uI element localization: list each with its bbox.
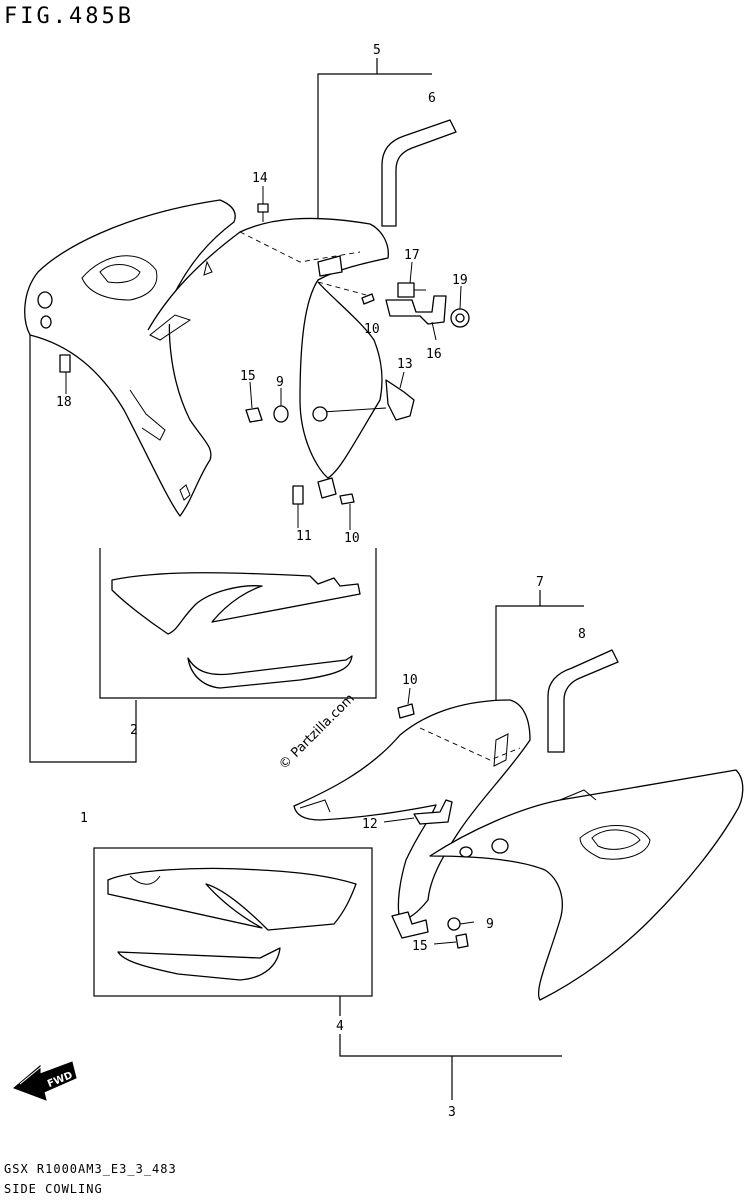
callout-12: 12 bbox=[362, 817, 378, 832]
callout-15-upper: 15 bbox=[240, 369, 256, 384]
screw-10-lower-assy bbox=[397, 703, 415, 719]
callout-18: 18 bbox=[56, 395, 72, 410]
hose-8 bbox=[547, 649, 619, 753]
screw-15-upper bbox=[245, 407, 263, 423]
callout-2: 2 bbox=[130, 723, 138, 738]
bolt-17 bbox=[397, 282, 426, 298]
footer-section: SIDE COWLING bbox=[4, 1182, 103, 1196]
watermark: © Partzilla.com bbox=[276, 691, 358, 773]
callout-9-lower: 9 bbox=[486, 917, 494, 932]
group-bracket-5 bbox=[317, 58, 432, 220]
figure-title: FIG.485B bbox=[4, 4, 134, 29]
callout-11: 11 bbox=[296, 529, 312, 544]
cowl-mount-hole bbox=[37, 291, 53, 309]
callout-3: 3 bbox=[448, 1105, 456, 1120]
bracket-12 bbox=[413, 799, 453, 825]
washer-9-upper bbox=[273, 405, 289, 423]
footer-code: GSX R1000AM3_E3_3_483 bbox=[4, 1162, 177, 1176]
clip-11 bbox=[292, 485, 304, 505]
callout-7: 7 bbox=[536, 575, 544, 590]
group-bracket-7 bbox=[495, 590, 584, 706]
decal-set-box-2 bbox=[99, 548, 377, 699]
bracket-16 bbox=[385, 295, 447, 325]
callout-16: 16 bbox=[426, 347, 442, 362]
callout-10-lower: 10 bbox=[344, 531, 360, 546]
leader-lines bbox=[65, 186, 475, 945]
callout-10-upper: 10 bbox=[364, 322, 380, 337]
decal-upper-b bbox=[187, 655, 353, 689]
callout-19: 19 bbox=[452, 273, 468, 288]
hose-6 bbox=[381, 119, 457, 227]
screw-10-lower bbox=[317, 477, 355, 505]
nut-19 bbox=[450, 308, 470, 328]
fwd-arrow-icon: FWD bbox=[13, 1059, 77, 1101]
callout-6: 6 bbox=[428, 91, 436, 106]
inner-cowling-upper bbox=[147, 217, 389, 479]
screw-15-lower bbox=[455, 933, 469, 949]
callout-17: 17 bbox=[404, 248, 420, 263]
callout-8: 8 bbox=[578, 627, 586, 642]
callout-4: 4 bbox=[336, 1019, 344, 1034]
decal-upper-a bbox=[111, 572, 361, 635]
callout-5: 5 bbox=[373, 43, 381, 58]
side-cowling-upper-left bbox=[24, 199, 236, 517]
grommet-18 bbox=[59, 354, 71, 373]
bracket-13 bbox=[312, 379, 415, 422]
screw-10-upper bbox=[361, 293, 375, 305]
side-cowling-lower-right bbox=[429, 769, 744, 1001]
screw-14 bbox=[257, 203, 269, 222]
callout-10-lower-assy: 10 bbox=[402, 673, 418, 688]
bracket-lower-mount bbox=[391, 911, 429, 939]
callout-1: 1 bbox=[80, 811, 88, 826]
inner-cowling-lower bbox=[293, 699, 531, 921]
group-bracket-3 bbox=[339, 1034, 562, 1100]
callout-15-lower: 15 bbox=[412, 939, 428, 954]
decal-lower-b bbox=[117, 947, 281, 981]
decal-set-box-4 bbox=[93, 847, 373, 1016]
washer-9-lower bbox=[447, 917, 461, 931]
decal-lower-a bbox=[107, 867, 357, 931]
callout-9-upper: 9 bbox=[276, 375, 284, 390]
callout-13: 13 bbox=[397, 357, 413, 372]
callout-14: 14 bbox=[252, 171, 268, 186]
